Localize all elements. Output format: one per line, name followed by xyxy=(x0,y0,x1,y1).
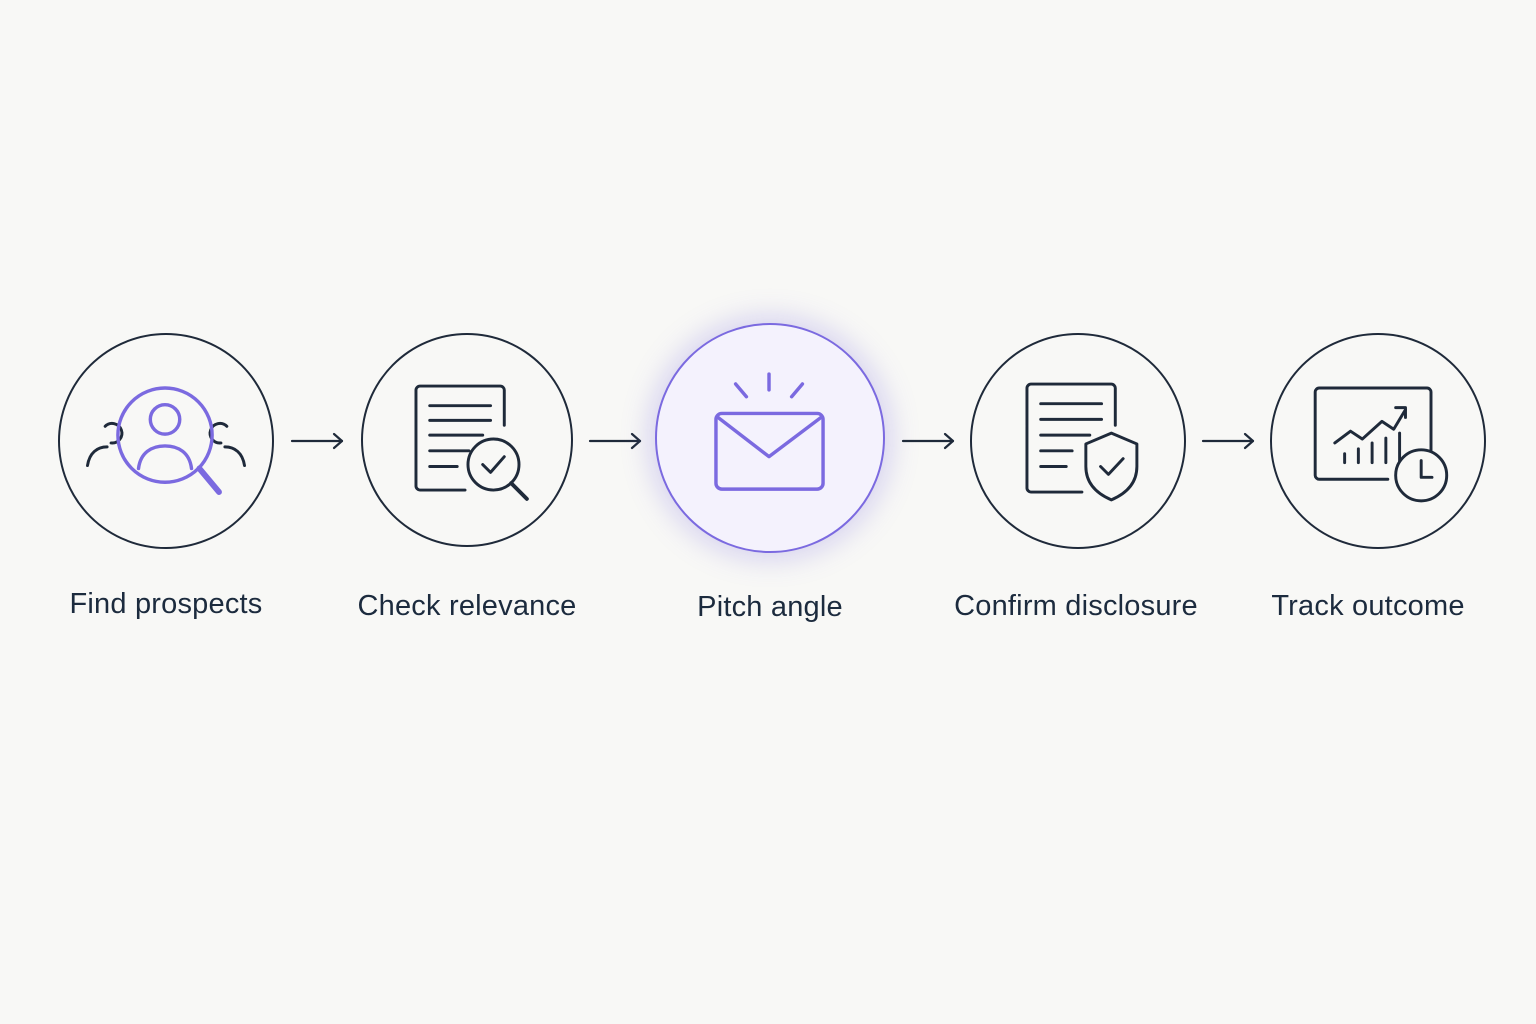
step-pitch-angle xyxy=(655,323,885,553)
arrow-right-icon xyxy=(290,431,346,451)
step-label-check-relevance: Check relevance xyxy=(357,590,577,622)
step-check-relevance xyxy=(361,333,573,547)
chart-clock-icon xyxy=(1313,386,1449,503)
step-label-pitch-angle: Pitch angle xyxy=(697,591,843,623)
envelope-icon xyxy=(714,372,825,491)
step-find-prospects xyxy=(58,333,274,549)
arrow-right-icon xyxy=(901,431,957,451)
step-label-confirm-disclosure: Confirm disclosure xyxy=(954,590,1198,622)
user-search-icon xyxy=(86,386,246,495)
arrow-right-icon xyxy=(588,431,644,451)
document-search-icon xyxy=(414,384,529,501)
step-track-outcome xyxy=(1270,333,1486,549)
step-label-find-prospects: Find prospects xyxy=(69,588,263,620)
step-confirm-disclosure xyxy=(970,333,1186,549)
document-shield-icon xyxy=(1025,382,1139,502)
step-label-track-outcome: Track outcome xyxy=(1271,590,1465,622)
arrow-right-icon xyxy=(1201,431,1257,451)
